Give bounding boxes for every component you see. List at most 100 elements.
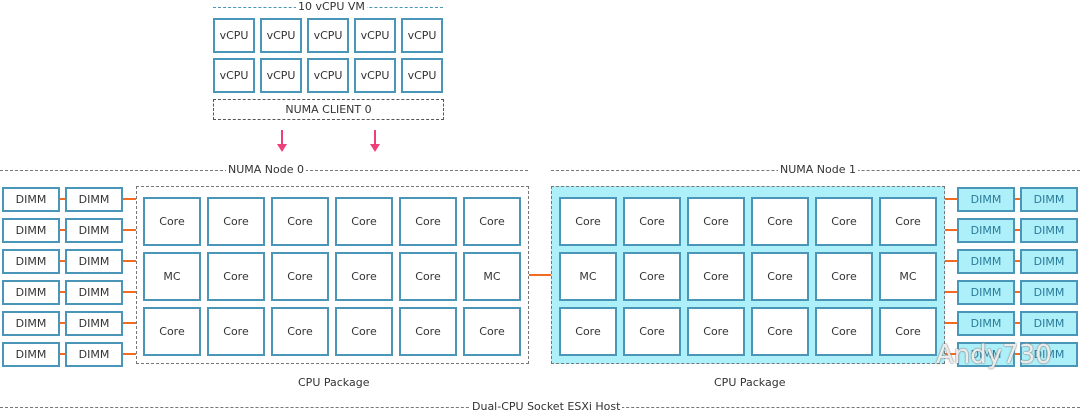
dimm: DIMM (1020, 218, 1078, 243)
memory-channel (60, 353, 65, 355)
memory-channel (945, 322, 957, 324)
vcpu: vCPU (307, 18, 349, 53)
cpu-core: Core (687, 307, 745, 356)
cpu-core: Core (559, 307, 617, 356)
cpu-core: Core (751, 307, 809, 356)
memory-channel (1015, 291, 1020, 293)
memory-channel (123, 198, 136, 200)
cpu-core: Core (271, 252, 329, 301)
cpu-core: Core (687, 197, 745, 246)
memory-channel (1015, 322, 1020, 324)
memory-controller: MC (143, 252, 201, 301)
vcpu: vCPU (260, 58, 302, 93)
node0-label: NUMA Node 0 (226, 163, 306, 176)
node0-package-label: CPU Package (296, 376, 372, 389)
dimm: DIMM (1020, 342, 1078, 367)
node1-label: NUMA Node 1 (778, 163, 858, 176)
node1-package-label: CPU Package (712, 376, 788, 389)
dimm: DIMM (2, 342, 60, 367)
dimm: DIMM (2, 249, 60, 274)
cpu-core: Core (463, 197, 521, 246)
memory-controller: MC (879, 252, 937, 301)
memory-channel (945, 353, 957, 355)
vcpu: vCPU (354, 58, 396, 93)
cpu-core: Core (463, 307, 521, 356)
memory-controller: MC (463, 252, 521, 301)
dimm: DIMM (1020, 280, 1078, 305)
memory-channel (60, 260, 65, 262)
dimm: DIMM (2, 218, 60, 243)
cpu-core: Core (143, 307, 201, 356)
dimm: DIMM (957, 249, 1015, 274)
cpu-core: Core (687, 252, 745, 301)
memory-channel (945, 229, 957, 231)
dimm: DIMM (957, 187, 1015, 212)
arrow-down-icon (370, 130, 380, 152)
vcpu: vCPU (213, 18, 255, 53)
cpu-core: Core (271, 197, 329, 246)
cpu-core: Core (815, 197, 873, 246)
cpu-core: Core (207, 307, 265, 356)
qpi-interconnect (529, 274, 551, 276)
cpu-core: Core (623, 252, 681, 301)
memory-channel (123, 353, 136, 355)
cpu-core: Core (335, 252, 393, 301)
dimm: DIMM (65, 249, 123, 274)
memory-channel (60, 229, 65, 231)
dimm: DIMM (957, 342, 1015, 367)
memory-channel (60, 198, 65, 200)
dimm: DIMM (2, 311, 60, 336)
vcpu: vCPU (354, 18, 396, 53)
memory-channel (1015, 229, 1020, 231)
arrow-down-icon (277, 130, 287, 152)
cpu-core: Core (751, 252, 809, 301)
memory-channel (123, 291, 136, 293)
cpu-core: Core (335, 307, 393, 356)
memory-channel (123, 229, 136, 231)
host-label: Dual-CPU Socket ESXi Host (470, 400, 623, 413)
memory-channel (60, 291, 65, 293)
dimm: DIMM (2, 280, 60, 305)
dimm: DIMM (1020, 249, 1078, 274)
vcpu: vCPU (401, 18, 443, 53)
cpu-core: Core (207, 197, 265, 246)
cpu-core: Core (623, 307, 681, 356)
cpu-core: Core (143, 197, 201, 246)
cpu-core: Core (399, 197, 457, 246)
memory-channel (123, 260, 136, 262)
dimm: DIMM (65, 187, 123, 212)
cpu-core: Core (815, 307, 873, 356)
cpu-core: Core (815, 252, 873, 301)
memory-controller: MC (559, 252, 617, 301)
memory-channel (945, 198, 957, 200)
dimm: DIMM (1020, 311, 1078, 336)
vm-title: 10 vCPU VM (296, 0, 367, 13)
cpu-core: Core (623, 197, 681, 246)
memory-channel (1015, 353, 1020, 355)
cpu-core: Core (271, 307, 329, 356)
dimm: DIMM (65, 311, 123, 336)
memory-channel (945, 291, 957, 293)
cpu-core: Core (879, 307, 937, 356)
memory-channel (1015, 198, 1020, 200)
memory-channel (945, 260, 957, 262)
vcpu: vCPU (213, 58, 255, 93)
cpu-core: Core (207, 252, 265, 301)
memory-channel (1015, 260, 1020, 262)
dimm: DIMM (2, 187, 60, 212)
cpu-package-node0 (136, 186, 529, 364)
dimm: DIMM (65, 218, 123, 243)
vcpu: vCPU (307, 58, 349, 93)
cpu-core: Core (879, 197, 937, 246)
dimm: DIMM (65, 280, 123, 305)
cpu-core: Core (399, 252, 457, 301)
memory-channel (123, 322, 136, 324)
dimm: DIMM (957, 218, 1015, 243)
cpu-core: Core (751, 197, 809, 246)
dimm: DIMM (65, 342, 123, 367)
memory-channel (60, 322, 65, 324)
cpu-core: Core (559, 197, 617, 246)
vcpu: vCPU (401, 58, 443, 93)
watermark: Andy730 (936, 340, 1052, 370)
vcpu: vCPU (260, 18, 302, 53)
